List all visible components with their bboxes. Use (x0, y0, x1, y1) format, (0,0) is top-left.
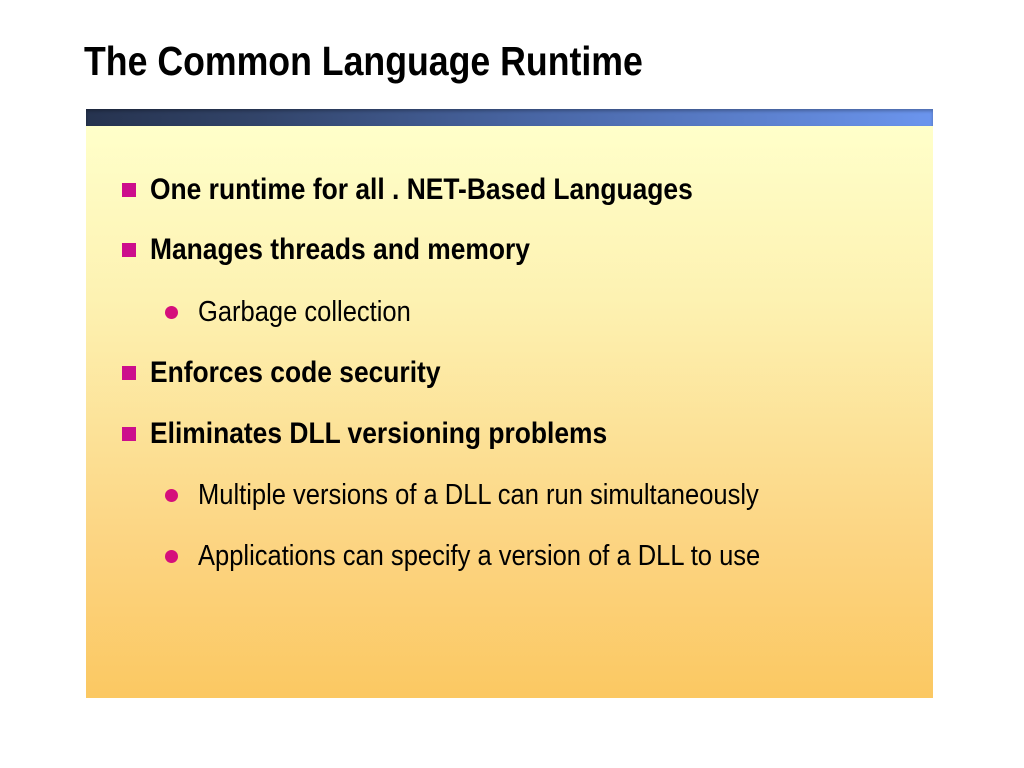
title-divider-bar (86, 109, 933, 126)
sub-bullet-text: Applications can specify a version of a … (198, 539, 761, 572)
square-bullet-icon (122, 243, 136, 257)
square-bullet-icon (122, 183, 136, 197)
bullet-item: One runtime for all . NET-Based Language… (86, 173, 767, 207)
circle-bullet-icon (165, 549, 178, 563)
slide-title: The Common Language Runtime (84, 38, 643, 84)
bullet-item: Eliminates DLL versioning problems (86, 417, 670, 451)
circle-bullet-icon (165, 488, 178, 502)
sub-bullet-item: Garbage collection (86, 295, 440, 329)
bullet-item: Enforces code security (86, 356, 480, 390)
bullet-text: Manages threads and memory (150, 233, 530, 266)
circle-bullet-icon (165, 305, 178, 319)
bullet-item: Manages threads and memory (86, 233, 582, 267)
square-bullet-icon (122, 427, 136, 441)
bullet-text: One runtime for all . NET-Based Language… (150, 173, 693, 206)
content-panel: One runtime for all . NET-Based Language… (86, 126, 933, 698)
bullet-text: Enforces code security (150, 356, 441, 389)
sub-bullet-text: Multiple versions of a DLL can run simul… (198, 478, 759, 511)
square-bullet-icon (122, 366, 136, 380)
sub-bullet-text: Garbage collection (198, 295, 411, 328)
bullet-text: Eliminates DLL versioning problems (150, 417, 608, 450)
sub-bullet-item: Multiple versions of a DLL can run simul… (86, 478, 835, 512)
sub-bullet-item: Applications can specify a version of a … (86, 539, 837, 573)
